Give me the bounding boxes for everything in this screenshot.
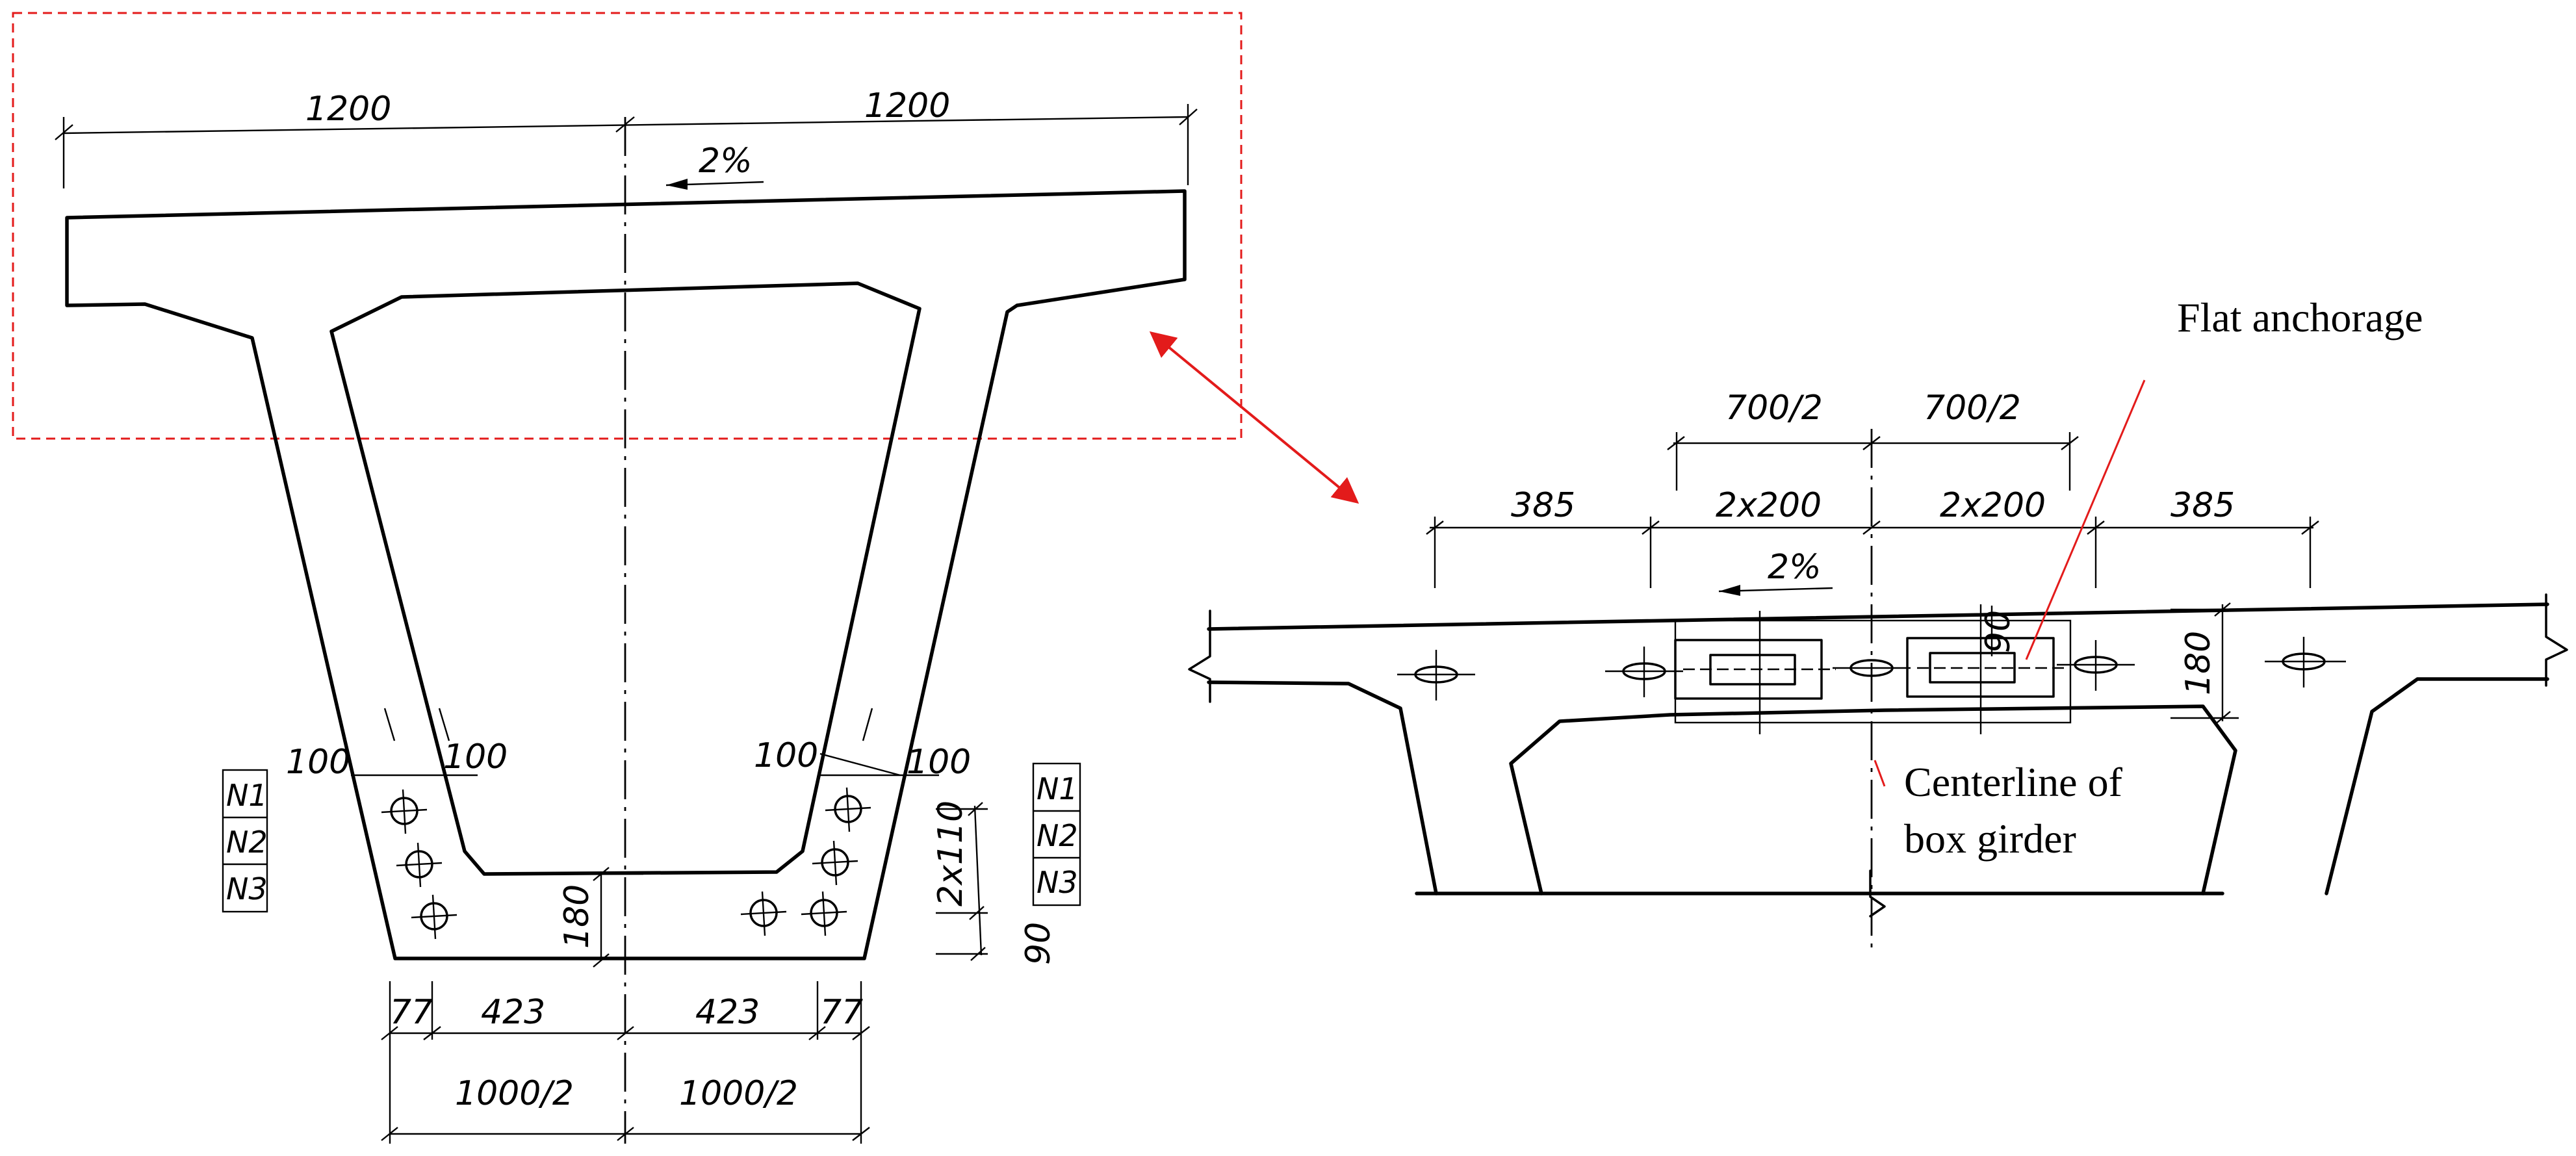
vert-dim-90: 90 <box>1019 922 1058 965</box>
flat-anchorage-label: Flat anchorage <box>2177 294 2423 340</box>
duct-icon <box>1397 650 1475 700</box>
detail-small-dim: 90 <box>1979 606 2018 656</box>
bottom-dimensions: 77 423 423 77 1000/2 1000/2 <box>381 981 870 1144</box>
detail-slope-indicator: 2% <box>1718 548 1833 596</box>
web-dim-3: 100 <box>754 736 818 775</box>
duct-icon <box>1833 659 1911 677</box>
detail-small-dim-text: 90 <box>1979 610 2018 653</box>
tendon-tags-right: N1 N2 N3 <box>1032 762 1081 906</box>
duct-icon <box>381 789 428 834</box>
bottom-dim-423-left: 423 <box>481 993 545 1032</box>
vert-dim-2x110: 2x110 <box>931 801 970 906</box>
duct-icon <box>812 840 858 886</box>
duct-icon <box>396 842 443 888</box>
duct-icon <box>2265 637 2346 687</box>
tag-left-n1: N1 <box>226 778 268 813</box>
break-symbol-right <box>2545 593 2568 687</box>
tendon-ducts-left <box>381 789 457 940</box>
tendon-tags-left: N1 N2 N3 <box>222 769 268 913</box>
slope-indicator: 2% <box>665 142 764 190</box>
duct-icon <box>1605 647 1683 697</box>
duct-icon <box>411 894 457 940</box>
centerline-leader <box>1874 760 1886 787</box>
break-symbol-bottom <box>1869 869 1886 918</box>
top-dimension: 1200 1200 <box>55 86 1198 188</box>
detail-dim-700-left: 700/2 <box>1725 389 1823 428</box>
bottom-dim-1000-right: 1000/2 <box>679 1074 798 1113</box>
duct-icon <box>2057 640 2135 691</box>
centerline-label-2: box girder <box>1904 816 2076 862</box>
tag-left-n2: N2 <box>226 825 268 860</box>
break-symbol-left <box>1188 610 1211 703</box>
bottom-thickness-dim: 180 <box>558 867 643 968</box>
tag-right-n3: N3 <box>1037 865 1078 900</box>
bottom-dim-1000-left: 1000/2 <box>455 1074 574 1113</box>
girder-inner-void <box>329 281 921 876</box>
detail-depth-dim: 180 <box>2170 602 2239 725</box>
tag-right-n2: N2 <box>1037 818 1078 853</box>
detail-dim-700-right: 700/2 <box>1924 389 2021 428</box>
tag-left-n3: N3 <box>226 871 268 906</box>
bottom-dim-77-right: 77 <box>820 993 863 1032</box>
link-arrow <box>1149 331 1359 504</box>
duct-icon <box>825 787 871 832</box>
detail-lower-dims: 385 2x200 2x200 385 <box>1426 486 2319 588</box>
web-dim-1: 100 <box>286 743 350 782</box>
detail-dim-2x200-left: 2x200 <box>1716 486 1822 525</box>
flat-anchorage-leader <box>2025 379 2146 660</box>
deck-soffit <box>1207 680 1438 895</box>
detail-slope-text: 2% <box>1768 548 1822 587</box>
bottom-dim-77-left: 77 <box>390 993 433 1032</box>
anchorage-detail: 700/2 700/2 385 2x200 2x200 385 2% <box>1188 294 2568 949</box>
deck-top-line <box>1207 602 2549 631</box>
bottom-dim-423-right: 423 <box>695 993 760 1032</box>
right-vertical-dims: 2x110 90 <box>931 801 1058 965</box>
web-dim-4: 100 <box>907 743 971 782</box>
top-dim-right: 1200 <box>864 86 950 125</box>
girder-outer-outline <box>65 189 1187 960</box>
duct-icon <box>801 891 847 936</box>
web-dim-2: 100 <box>443 738 508 777</box>
tendon-ducts-right <box>740 787 871 936</box>
slope-text: 2% <box>699 142 753 181</box>
detail-upper-dims: 700/2 700/2 <box>1667 389 2079 491</box>
detail-dim-2x200-right: 2x200 <box>1940 486 2046 525</box>
highlight-box <box>12 12 1243 440</box>
bottom-thickness-text: 180 <box>558 884 597 949</box>
cross-section: 1200 1200 2% 100 100 100 100 <box>12 12 1243 1144</box>
centerline-label-1: Centerline of <box>1904 759 2123 805</box>
tag-right-n1: N1 <box>1037 771 1078 806</box>
web-thickness-dims: 100 100 100 100 <box>286 708 971 782</box>
duct-icon <box>740 891 787 936</box>
top-dim-left: 1200 <box>305 90 391 129</box>
detail-dim-385-right: 385 <box>2170 486 2235 525</box>
detail-dim-385-left: 385 <box>1511 486 1575 525</box>
detail-depth-text: 180 <box>2179 631 2218 695</box>
